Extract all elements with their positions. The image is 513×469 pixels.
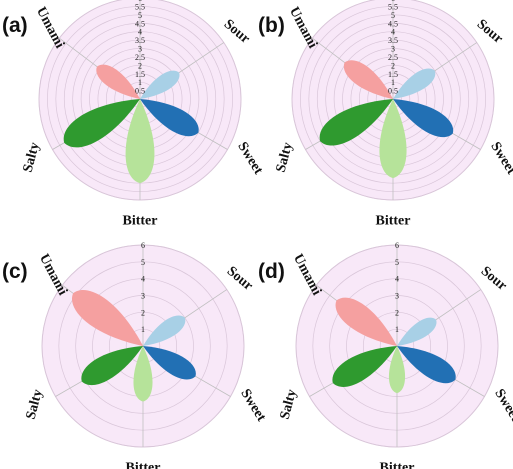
petal-sour xyxy=(397,317,437,346)
axis-label-sour: Sour xyxy=(224,264,256,294)
petal-sweet xyxy=(397,346,456,384)
tick-label: 2.5 xyxy=(135,53,145,62)
tick-label: 2 xyxy=(138,61,142,70)
tick-label: 1.5 xyxy=(388,70,398,79)
tick-label: 3 xyxy=(141,292,145,301)
axis-label-salty: Salty xyxy=(21,141,43,174)
tick-label: 4 xyxy=(391,28,395,37)
tick-label: 1 xyxy=(141,325,145,334)
axis-label-sour: Sour xyxy=(478,264,510,294)
tick-label: 1.5 xyxy=(135,70,145,79)
axis-label-sour: Sour xyxy=(221,17,253,47)
petal-umami xyxy=(96,64,140,99)
tick-label: 3 xyxy=(391,45,395,54)
tick-label: 6 xyxy=(138,0,142,3)
tick-label: 3 xyxy=(395,292,399,301)
axis-label-umami: Umami xyxy=(290,252,324,298)
tick-label: 5 xyxy=(141,258,145,267)
tick-label: 4.5 xyxy=(388,19,398,28)
tick-label: 5 xyxy=(138,11,142,20)
tick-label: 3 xyxy=(138,45,142,54)
petal-salty xyxy=(63,99,140,148)
panel-label: (d) xyxy=(258,260,285,283)
axis-label-sweet: Sweet xyxy=(491,387,513,425)
tick-label: 0.5 xyxy=(135,87,145,96)
axis-label-bitter: Bitter xyxy=(123,213,158,228)
axis-label-salty: Salty xyxy=(274,141,296,174)
tick-label: 2 xyxy=(141,308,145,317)
tick-label: 3.5 xyxy=(135,36,145,45)
petal-umami xyxy=(71,290,143,346)
petal-salty xyxy=(332,346,397,387)
petal-umami xyxy=(343,60,393,99)
axis-label-umami: Umami xyxy=(36,252,70,298)
tick-label: 2.5 xyxy=(388,53,398,62)
axis-label-umami: Umami xyxy=(286,5,320,51)
petal-bitter xyxy=(125,99,155,184)
tick-label: 0.5 xyxy=(388,87,398,96)
tick-label: 2 xyxy=(395,308,399,317)
axis-label-salty: Salty xyxy=(278,388,300,421)
petal-salty xyxy=(319,99,393,146)
tick-label: 6 xyxy=(391,0,395,3)
tick-label: 1 xyxy=(391,78,395,87)
petal-sweet xyxy=(140,99,199,137)
tick-label: 5 xyxy=(395,258,399,267)
petal-sour xyxy=(140,70,180,99)
petal-bitter xyxy=(133,346,153,402)
tick-label: 5.5 xyxy=(388,2,398,11)
tick-label: 6 xyxy=(395,241,399,250)
petal-bitter xyxy=(388,346,406,394)
axis-label-sweet: Sweet xyxy=(234,140,265,178)
axis-label-bitter: Bitter xyxy=(380,460,415,469)
panel-label: (c) xyxy=(2,260,28,283)
petal-salty xyxy=(81,346,143,386)
petal-sour xyxy=(143,315,186,346)
petal-sweet xyxy=(393,99,454,138)
tick-label: 4.5 xyxy=(135,19,145,28)
tick-label: 5 xyxy=(391,11,395,20)
tick-label: 1 xyxy=(138,78,142,87)
axis-label-sour: Sour xyxy=(474,17,506,47)
axis-label-salty: Salty xyxy=(24,388,46,421)
axis-label-sweet: Sweet xyxy=(237,387,268,425)
tick-label: 5.5 xyxy=(135,2,145,11)
axis-label-sweet: Sweet xyxy=(487,140,513,178)
tick-label: 4 xyxy=(141,275,145,284)
tick-label: 3.5 xyxy=(388,36,398,45)
petal-umami xyxy=(335,297,397,346)
axis-label-bitter: Bitter xyxy=(126,460,161,469)
tick-label: 1 xyxy=(395,325,399,334)
axis-label-bitter: Bitter xyxy=(376,213,411,228)
tick-label: 4 xyxy=(395,275,399,284)
axis-label-umami: Umami xyxy=(33,5,67,51)
petal-sour xyxy=(393,68,436,99)
tick-label: 6 xyxy=(141,241,145,250)
panel-label: (a) xyxy=(2,14,28,37)
tick-label: 2 xyxy=(391,61,395,70)
petal-bitter xyxy=(379,99,407,179)
panel-label: (b) xyxy=(258,14,285,37)
petal-sweet xyxy=(143,346,196,380)
tick-label: 4 xyxy=(138,28,142,37)
